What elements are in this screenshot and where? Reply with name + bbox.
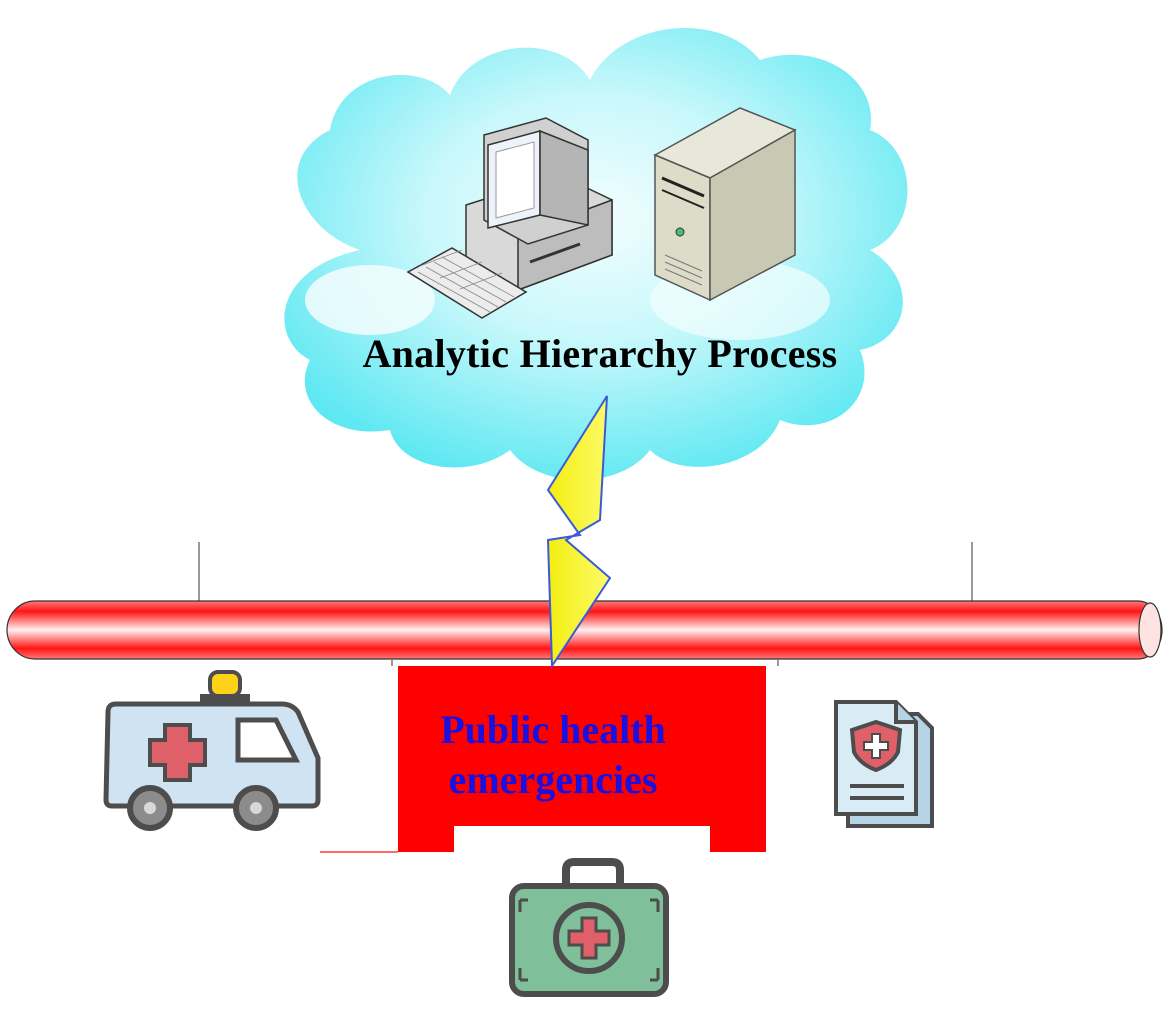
- desktop-computer-icon: [406, 117, 613, 319]
- red-block: [320, 666, 766, 853]
- first-aid-kit-icon: [509, 858, 669, 997]
- red-pipe: [6, 600, 1163, 660]
- cloud-title: Analytic Hierarchy Process: [362, 331, 838, 376]
- server-tower-icon: [653, 107, 797, 302]
- medical-document-icon: [834, 700, 934, 828]
- ambulance-icon: [103, 670, 321, 831]
- red-block-label-line-1: Public health: [440, 707, 666, 752]
- lightning-icon: [546, 395, 612, 670]
- red-block-label: Public health emergencies: [398, 705, 708, 805]
- red-block-label-line-2: emergencies: [448, 757, 658, 802]
